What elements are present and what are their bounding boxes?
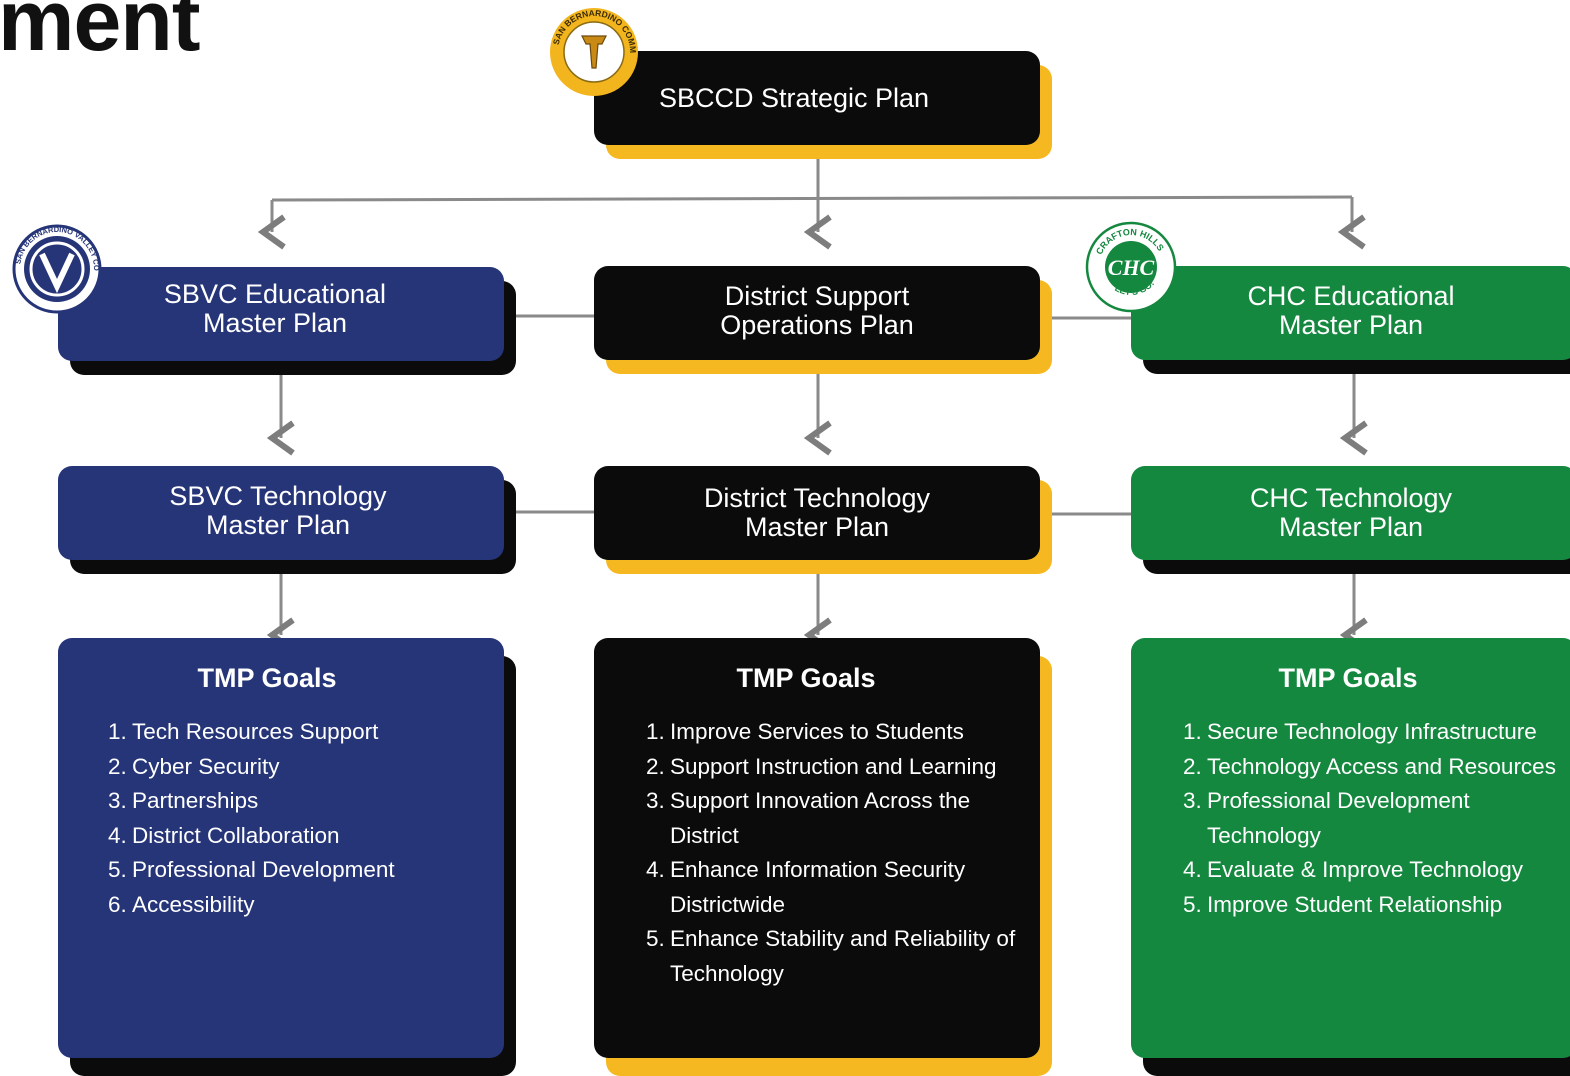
node-label-line2: Master Plan	[744, 512, 890, 542]
goal-item: 2.Cyber Security	[108, 750, 484, 785]
goal-number: 3.	[108, 788, 127, 813]
node-label-line1: District Support	[724, 281, 910, 311]
goal-number: 1.	[646, 719, 665, 744]
goal-number: 1.	[108, 719, 127, 744]
svg-text:CHC: CHC	[1108, 255, 1155, 280]
node-label-line1: CHC Educational	[1247, 281, 1455, 311]
sbvc-v-logo-icon: SAN BERNARDINO VALLEY COLLEGE	[12, 224, 102, 314]
goal-item: 3.Support Innovation Across the District	[646, 784, 1022, 853]
goal-item: 3.Partnerships	[108, 784, 484, 819]
goal-number: 4.	[646, 857, 665, 882]
page-title-fragment: ment	[0, 0, 200, 69]
goal-text: Professional Development Technology	[1207, 788, 1470, 848]
goal-text: Technology Access and Resources	[1207, 753, 1556, 779]
node-label-line1: SBVC Educational	[163, 279, 387, 309]
goal-number: 1.	[1183, 719, 1202, 744]
goal-item: 1.Improve Services to Students	[646, 715, 1022, 750]
goal-text: Enhance Information Security Districtwid…	[670, 857, 966, 917]
node-label-line2: Operations Plan	[720, 310, 914, 340]
goal-text: Cyber Security	[132, 753, 280, 779]
goal-number: 4.	[108, 822, 127, 848]
goal-item: 1.Tech Resources Support	[108, 715, 484, 750]
node-label-line2: Master Plan	[1278, 310, 1424, 340]
sbccd-seal-icon: SAN BERNARDINO COMMUNITY COLLEGE DISTRIC…	[548, 6, 638, 96]
goal-text: Tech Resources Support	[132, 719, 379, 744]
goal-text: Improve Services to Students	[670, 719, 964, 744]
goal-item: 3.Professional Development Technology	[1183, 784, 1557, 853]
node-sbvc-technology-master-plan: SBVC Technology Master Plan	[58, 466, 516, 574]
goal-text: Professional Development	[132, 857, 395, 882]
goal-number: 2.	[646, 753, 665, 779]
node-chc-tmp-goals: TMP Goals 1.Secure Technology Infrastruc…	[1131, 638, 1570, 1076]
node-district-support-operations-plan: District Support Operations Plan	[594, 266, 1052, 374]
node-label-line2: Master Plan	[205, 510, 351, 540]
goal-number: 5.	[646, 926, 665, 951]
node-chc-educational-master-plan: CHC Educational Master Plan	[1131, 266, 1570, 374]
goals-title: TMP Goals	[197, 663, 337, 693]
node-label-line1: District Technology	[703, 483, 931, 513]
goal-number: 3.	[1183, 788, 1202, 813]
goal-item: 4.Enhance Information Security Districtw…	[646, 853, 1022, 922]
node-sbvc-educational-master-plan: SBVC Educational Master Plan	[58, 267, 516, 375]
goal-text: Accessibility	[132, 891, 255, 917]
goal-number: 5.	[1183, 891, 1202, 917]
goal-text: Improve Student Relationship	[1207, 891, 1503, 917]
goal-text: District Collaboration	[132, 822, 340, 848]
branch-line	[271, 195, 1353, 202]
goal-item: 5.Enhance Stability and Reliability of T…	[646, 922, 1022, 991]
goal-item: 4.District Collaboration	[108, 819, 484, 854]
goal-item: 6.Accessibility	[108, 888, 484, 923]
goal-number: 4.	[1183, 857, 1202, 882]
node-district-tmp-goals: TMP Goals 1.Improve Services to Students…	[594, 638, 1052, 1076]
goal-number: 2.	[108, 753, 127, 779]
goal-item: 2.Technology Access and Resources	[1183, 750, 1557, 785]
goal-number: 5.	[108, 857, 127, 882]
goal-text: Partnerships	[132, 788, 259, 813]
node-label-line1: CHC Technology	[1249, 483, 1453, 513]
goal-number: 2.	[1183, 753, 1202, 779]
goals-title: TMP Goals	[736, 663, 876, 693]
node-label-line2: Master Plan	[202, 308, 348, 338]
goal-number: 6.	[108, 891, 127, 917]
node-label-line1: SBVC Technology	[169, 481, 387, 511]
node-district-technology-master-plan: District Technology Master Plan	[594, 466, 1052, 574]
goal-item: 1.Secure Technology Infrastructure	[1183, 715, 1557, 750]
goal-number: 3.	[646, 788, 665, 813]
goal-item: 4.Evaluate & Improve Technology	[1183, 853, 1557, 888]
goal-text: Support Innovation Across the District	[670, 788, 971, 848]
goal-text: Enhance Stability and Reliability of Tec…	[670, 926, 1016, 986]
goal-text: Secure Technology Infrastructure	[1207, 719, 1537, 744]
goal-text: Support Instruction and Learning	[670, 753, 997, 779]
goal-item: 2.Support Instruction and Learning	[646, 750, 1022, 785]
chc-logo-icon: CHC CRAFTON HILLS LET'S GO!	[1085, 221, 1177, 313]
node-label-line2: Master Plan	[1278, 512, 1424, 542]
node-label: SBCCD Strategic Plan	[658, 82, 930, 113]
goal-text: Evaluate & Improve Technology	[1207, 857, 1524, 882]
node-chc-technology-master-plan: CHC Technology Master Plan	[1131, 466, 1570, 574]
node-sbccd-strategic-plan: SBCCD Strategic Plan	[594, 51, 1052, 159]
goal-item: 5.Professional Development	[108, 853, 484, 888]
goals-title: TMP Goals	[1278, 663, 1418, 693]
goal-item: 5.Improve Student Relationship	[1183, 888, 1557, 923]
